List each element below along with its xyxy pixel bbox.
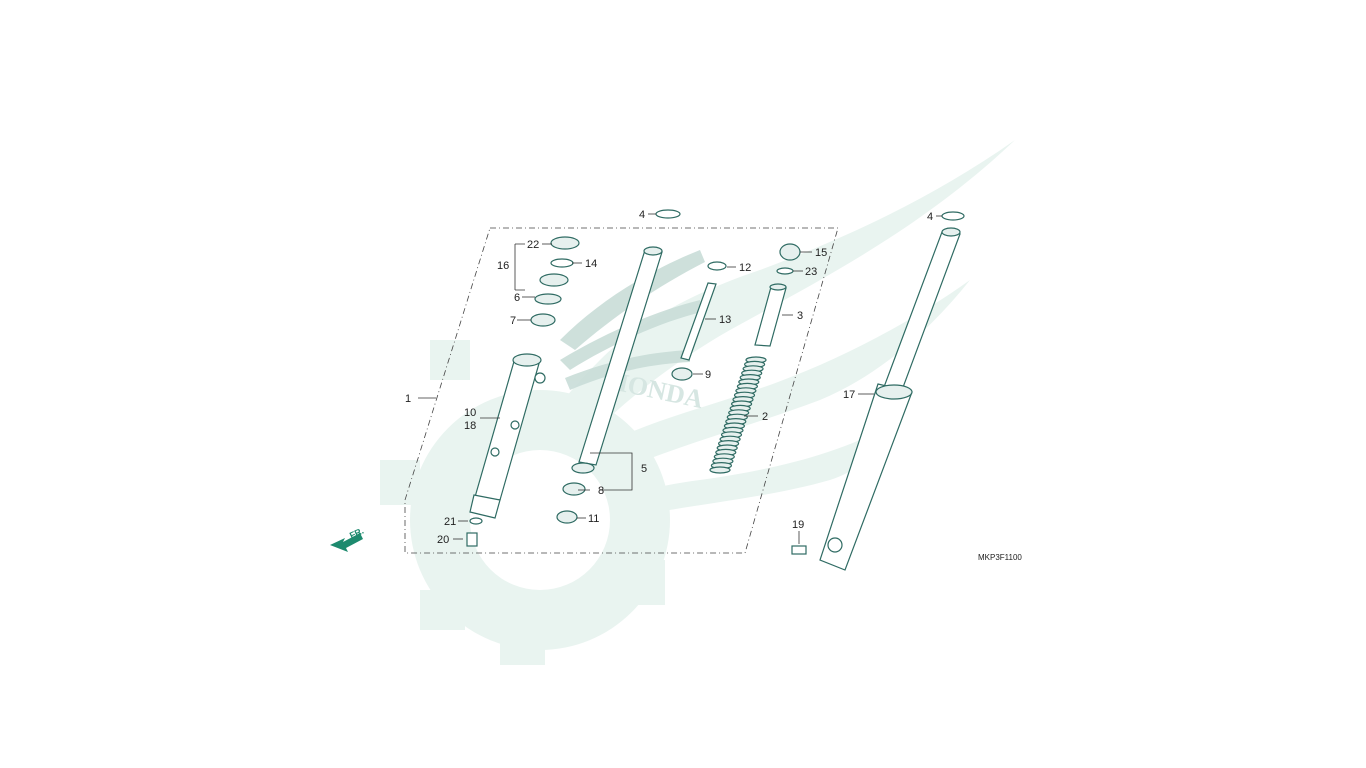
callout-labels: 1 2 3 4 4 5 6 7 8 9 10 11 12 13 14 15 16… bbox=[405, 209, 933, 546]
callout-13: 13 bbox=[719, 314, 731, 326]
callout-9: 9 bbox=[705, 369, 711, 381]
callout-14: 14 bbox=[585, 258, 597, 270]
assembly-frame bbox=[404, 227, 839, 554]
callout-20: 20 bbox=[437, 534, 449, 546]
inner-fork-tube bbox=[556, 246, 663, 524]
spacer-and-bolt bbox=[754, 243, 801, 347]
left-fork-slider bbox=[469, 353, 546, 519]
callout-18: 18 bbox=[464, 420, 476, 432]
callout-12: 12 bbox=[739, 262, 751, 274]
callout-5: 5 bbox=[641, 463, 647, 475]
callout-22: 22 bbox=[527, 239, 539, 251]
callout-4-center: 4 bbox=[639, 209, 645, 221]
callout-7: 7 bbox=[510, 315, 516, 327]
callout-10: 10 bbox=[464, 407, 476, 419]
front-arrow-icon bbox=[330, 533, 363, 552]
diagram-code: MKP3F1100 bbox=[978, 553, 1022, 562]
callout-16: 16 bbox=[497, 260, 509, 272]
callout-4-right: 4 bbox=[927, 211, 933, 223]
callout-23: 23 bbox=[805, 266, 817, 278]
seal-stack bbox=[530, 236, 580, 327]
bolts bbox=[466, 517, 807, 555]
callout-11: 11 bbox=[588, 513, 599, 525]
fork-spring bbox=[709, 356, 767, 474]
callout-17: 17 bbox=[843, 389, 855, 401]
callout-15: 15 bbox=[815, 247, 827, 259]
callout-2: 2 bbox=[762, 411, 768, 423]
callout-8: 8 bbox=[598, 485, 604, 497]
callout-3: 3 bbox=[797, 310, 803, 322]
front-direction-indicator: FR. bbox=[330, 526, 365, 552]
callout-6: 6 bbox=[514, 292, 520, 304]
honda-watermark: HONDA bbox=[380, 140, 1015, 665]
spring-coil bbox=[709, 466, 731, 474]
callout-19: 19 bbox=[792, 519, 804, 531]
callout-21: 21 bbox=[444, 516, 456, 528]
callout-1: 1 bbox=[405, 393, 411, 405]
damper-rod bbox=[671, 261, 727, 381]
o-ring-top bbox=[655, 209, 681, 219]
leader-lines bbox=[418, 213, 942, 544]
right-fork-assembly bbox=[819, 211, 965, 571]
